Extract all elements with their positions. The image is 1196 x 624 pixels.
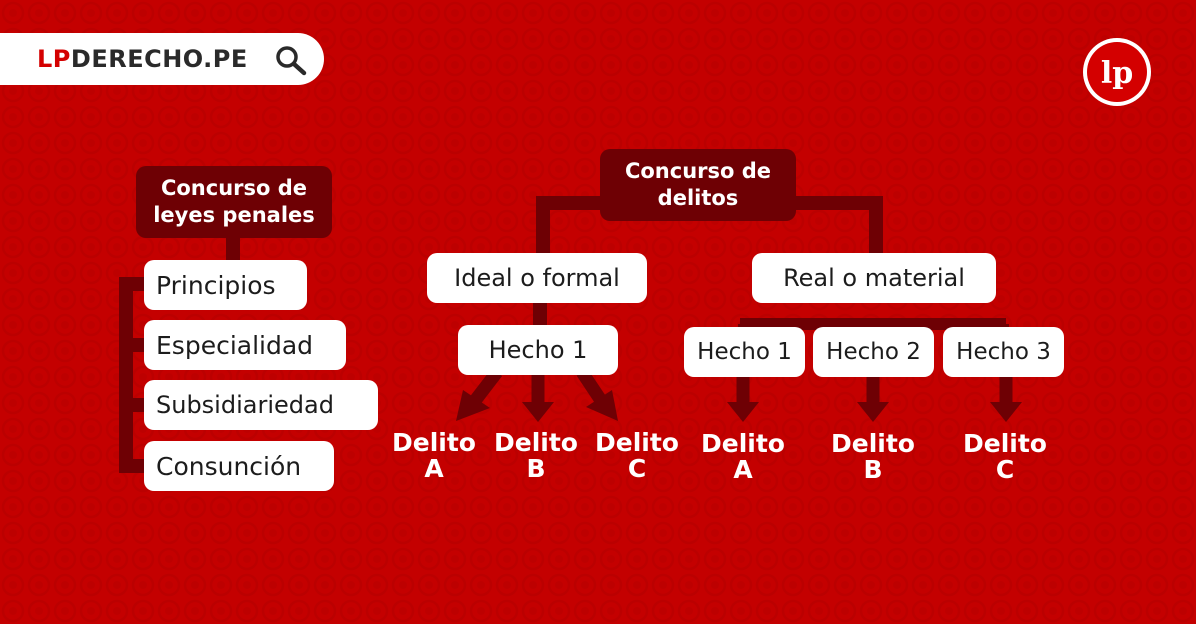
- lp-logo: lp: [1083, 38, 1151, 106]
- item-subsidiariedad: Subsidiariedad: [144, 380, 378, 430]
- real-hecho-1-box: Hecho 1: [684, 327, 805, 377]
- real-hecho-3-box: Hecho 3: [943, 327, 1064, 377]
- ideal-o-formal-box: Ideal o formal: [427, 253, 647, 303]
- arrow-real-a-head: [727, 402, 759, 422]
- arrow-ideal-a-shaft: [468, 368, 503, 406]
- arrow-ideal-b-head: [522, 402, 554, 422]
- search-icon[interactable]: [274, 44, 308, 76]
- connector-title-to-ideal: [536, 196, 604, 258]
- real-hecho-2-box: Hecho 2: [813, 327, 934, 377]
- arrow-ideal-c-shaft: [576, 368, 608, 406]
- svg-text:lp: lp: [1101, 56, 1133, 91]
- arrow-real-c-head: [990, 402, 1022, 422]
- item-principios: Principios: [144, 260, 307, 310]
- item-especialidad: Especialidad: [144, 320, 346, 370]
- item-consuncion: Consunción: [144, 441, 334, 491]
- real-o-material-box: Real o material: [752, 253, 996, 303]
- right-tree-title: Concurso de delitos: [600, 149, 796, 221]
- ideal-hecho-1-box: Hecho 1: [458, 325, 618, 375]
- left-tree-title: Concurso de leyes penales: [136, 166, 332, 238]
- arrow-real-b-head: [857, 402, 889, 422]
- arrow-ideal-c-head: [586, 390, 618, 421]
- brand-wordmark: LPDERECHO.PE: [37, 45, 248, 73]
- connector-title-to-real: [790, 196, 883, 258]
- brand-bar: LPDERECHO.PE: [0, 33, 324, 85]
- arrow-ideal-a-head: [456, 390, 490, 421]
